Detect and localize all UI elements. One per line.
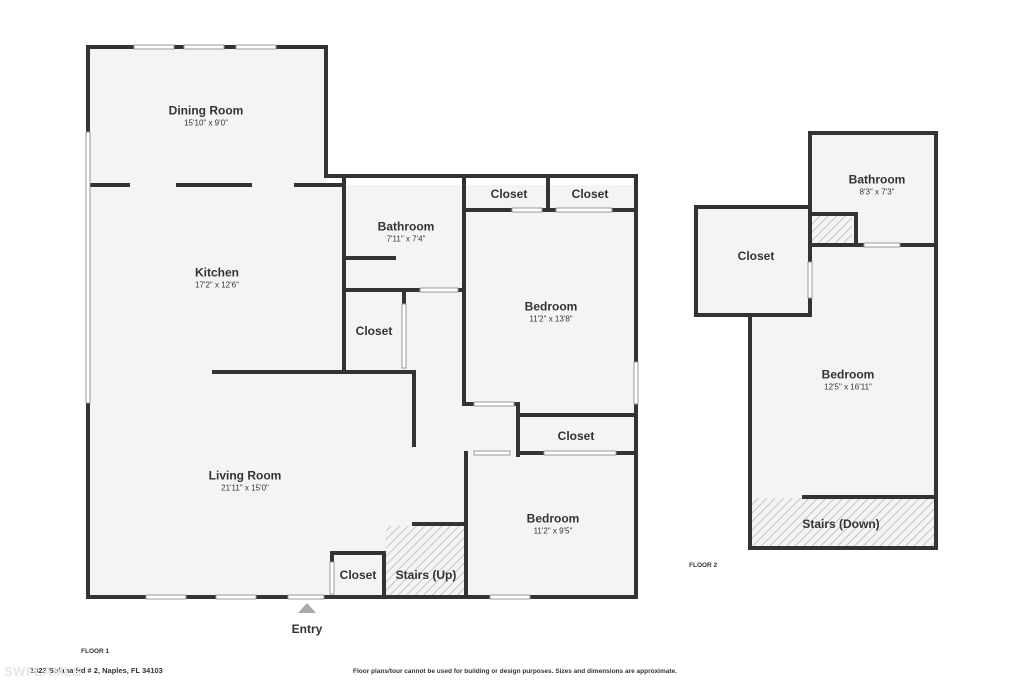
room-name: Stairs (Down)	[802, 517, 880, 531]
room-kitchen: Kitchen 17'2" x 12'6"	[195, 266, 239, 291]
room-name: Closet	[355, 324, 393, 338]
room-name: Bedroom	[524, 299, 578, 314]
room-name: Living Room	[208, 468, 282, 483]
room-closet-top-left: Closet	[491, 187, 528, 201]
room-closet-top-right: Closet	[572, 187, 609, 201]
room-closet-hall: Closet	[356, 324, 393, 338]
room-name: Closet	[557, 429, 595, 443]
room-name: Closet	[339, 568, 377, 582]
room-dimensions: 11'2" x 13'8"	[529, 314, 573, 324]
floor2-small-hatch	[812, 216, 852, 244]
floor2-openings	[807, 242, 901, 299]
room-name: Closet	[737, 249, 775, 263]
room-dimensions: 15'10" x 9'0"	[184, 118, 228, 128]
room-name: Stairs (Up)	[395, 568, 457, 582]
room-stairs-down: Stairs (Down)	[802, 517, 879, 531]
room-dimensions: 17'2" x 12'6"	[195, 280, 239, 290]
address: 1323 Solana Rd # 2, Naples, FL 34103	[30, 666, 163, 675]
watermark: SWFLAMLS	[4, 664, 82, 679]
room-name: Bathroom	[848, 172, 906, 187]
room-dimensions: 7'11" x 7'4"	[386, 234, 426, 244]
floor1-stairs	[386, 526, 464, 595]
room-dimensions: 11'2" x 9'5"	[533, 526, 573, 536]
floor1-label: FLOOR 1	[81, 648, 110, 655]
room-bathroom-f2: Bathroom 8'3" x 7'3"	[849, 173, 906, 198]
entry-arrow-icon	[298, 603, 316, 613]
room-bedroom-2: Bedroom 11'2" x 9'5"	[527, 512, 580, 537]
room-closet-bedroom: Closet	[558, 429, 595, 443]
room-bedroom-1: Bedroom 11'2" x 13'8"	[525, 300, 578, 325]
entry-label: Entry	[291, 622, 323, 636]
floor2-walls	[694, 131, 938, 550]
room-stairs-up: Stairs (Up)	[396, 568, 457, 582]
room-dimensions: 12'5" x 16'11"	[824, 382, 872, 392]
room-name: Kitchen	[194, 265, 240, 280]
room-closet-entry: Closet	[340, 568, 377, 582]
room-bedroom-f2: Bedroom 12'5" x 16'11"	[822, 368, 875, 393]
floor1-openings	[85, 44, 639, 600]
floor1-floor	[88, 47, 636, 597]
room-name: Bedroom	[526, 511, 580, 526]
floor2-label: FLOOR 2	[689, 562, 718, 569]
room-dining: Dining Room 15'10" x 9'0"	[169, 104, 244, 129]
room-dimensions: 21'11" x 15'0"	[221, 483, 269, 493]
room-name: Closet	[490, 187, 528, 201]
room-name: Dining Room	[168, 103, 244, 118]
floor2-stairs	[752, 498, 934, 546]
room-dimensions: 8'3" x 7'3"	[859, 187, 895, 197]
room-name: Closet	[571, 187, 609, 201]
room-name: Bedroom	[821, 367, 875, 382]
room-closet-f2: Closet	[738, 249, 775, 263]
room-name: Bathroom	[377, 219, 435, 234]
room-living: Living Room 21'11" x 15'0"	[209, 469, 282, 494]
room-bathroom-f1: Bathroom 7'11" x 7'4"	[378, 220, 435, 245]
disclaimer: Floor plans/tour cannot be used for buil…	[353, 668, 677, 675]
